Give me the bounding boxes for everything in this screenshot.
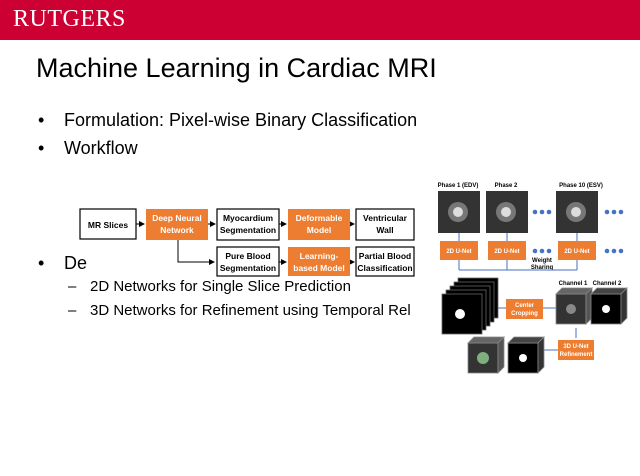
svg-text:Phase 2: Phase 2	[495, 183, 518, 189]
myocardium-box	[216, 208, 280, 241]
slide-title: Machine Learning in Cardiac MRI	[36, 53, 437, 83]
prediction-volume-stack	[441, 277, 499, 335]
svg-text:Ventricular: Ventricular	[363, 213, 408, 223]
svg-text:Cropping: Cropping	[511, 311, 538, 317]
svg-text:Deformable: Deformable	[296, 213, 343, 223]
svg-text:2D U-Net: 2D U-Net	[446, 249, 471, 255]
svg-text:Deep Neural: Deep Neural	[152, 213, 202, 223]
svg-text:Center: Center	[515, 303, 535, 309]
unet2d-box-2	[488, 241, 526, 260]
ventricular-box	[355, 208, 415, 241]
svg-text:Phase 1 (EDV): Phase 1 (EDV)	[438, 183, 479, 189]
mr-slices-label: MR Slices	[88, 220, 128, 230]
dnn-box	[146, 209, 208, 240]
unet2d-box-3	[558, 241, 596, 260]
svg-text:Learning-: Learning-	[300, 251, 339, 261]
svg-text:Segmentation: Segmentation	[220, 263, 276, 273]
svg-text:Model: Model	[307, 225, 332, 235]
ellipsis-dots	[532, 209, 624, 254]
learning-box	[288, 247, 350, 276]
svg-text:2D U-Net: 2D U-Net	[494, 249, 519, 255]
pure-blood-box	[216, 246, 280, 277]
svg-text:Network: Network	[160, 225, 194, 235]
svg-text:Channel 1: Channel 1	[559, 281, 588, 287]
svg-text:Segmentation: Segmentation	[220, 225, 276, 235]
network-figure: Phase 1 (EDV) Phase 2 Phase 10 (ESV) 2D …	[436, 178, 636, 376]
svg-text:Sharing: Sharing	[531, 265, 554, 271]
svg-text:Pure Blood: Pure Blood	[225, 251, 270, 261]
partial-blood-box	[355, 246, 415, 277]
svg-text:Refinement: Refinement	[560, 352, 593, 358]
rutgers-logo: RUTGERS	[13, 6, 126, 32]
svg-text:Weight: Weight	[532, 258, 552, 264]
center-cropping-box	[506, 299, 543, 319]
svg-text:based Model: based Model	[293, 263, 344, 273]
mr-slices-box	[79, 208, 137, 240]
svg-text:3D U-Net: 3D U-Net	[563, 344, 588, 350]
svg-text:Myocardium: Myocardium	[223, 213, 274, 223]
unet3d-box	[558, 340, 594, 360]
svg-text:Phase 10 (ESV): Phase 10 (ESV)	[559, 183, 603, 189]
header-bar: RUTGERS	[0, 0, 640, 40]
svg-text:Classification: Classification	[357, 263, 412, 273]
deformable-box	[288, 209, 350, 240]
svg-text:2D U-Net: 2D U-Net	[564, 249, 589, 255]
svg-text:Channel 2: Channel 2	[593, 281, 622, 287]
svg-text:Wall: Wall	[376, 225, 393, 235]
unet2d-box-1	[440, 241, 478, 260]
svg-text:Partial Blood: Partial Blood	[359, 251, 411, 261]
